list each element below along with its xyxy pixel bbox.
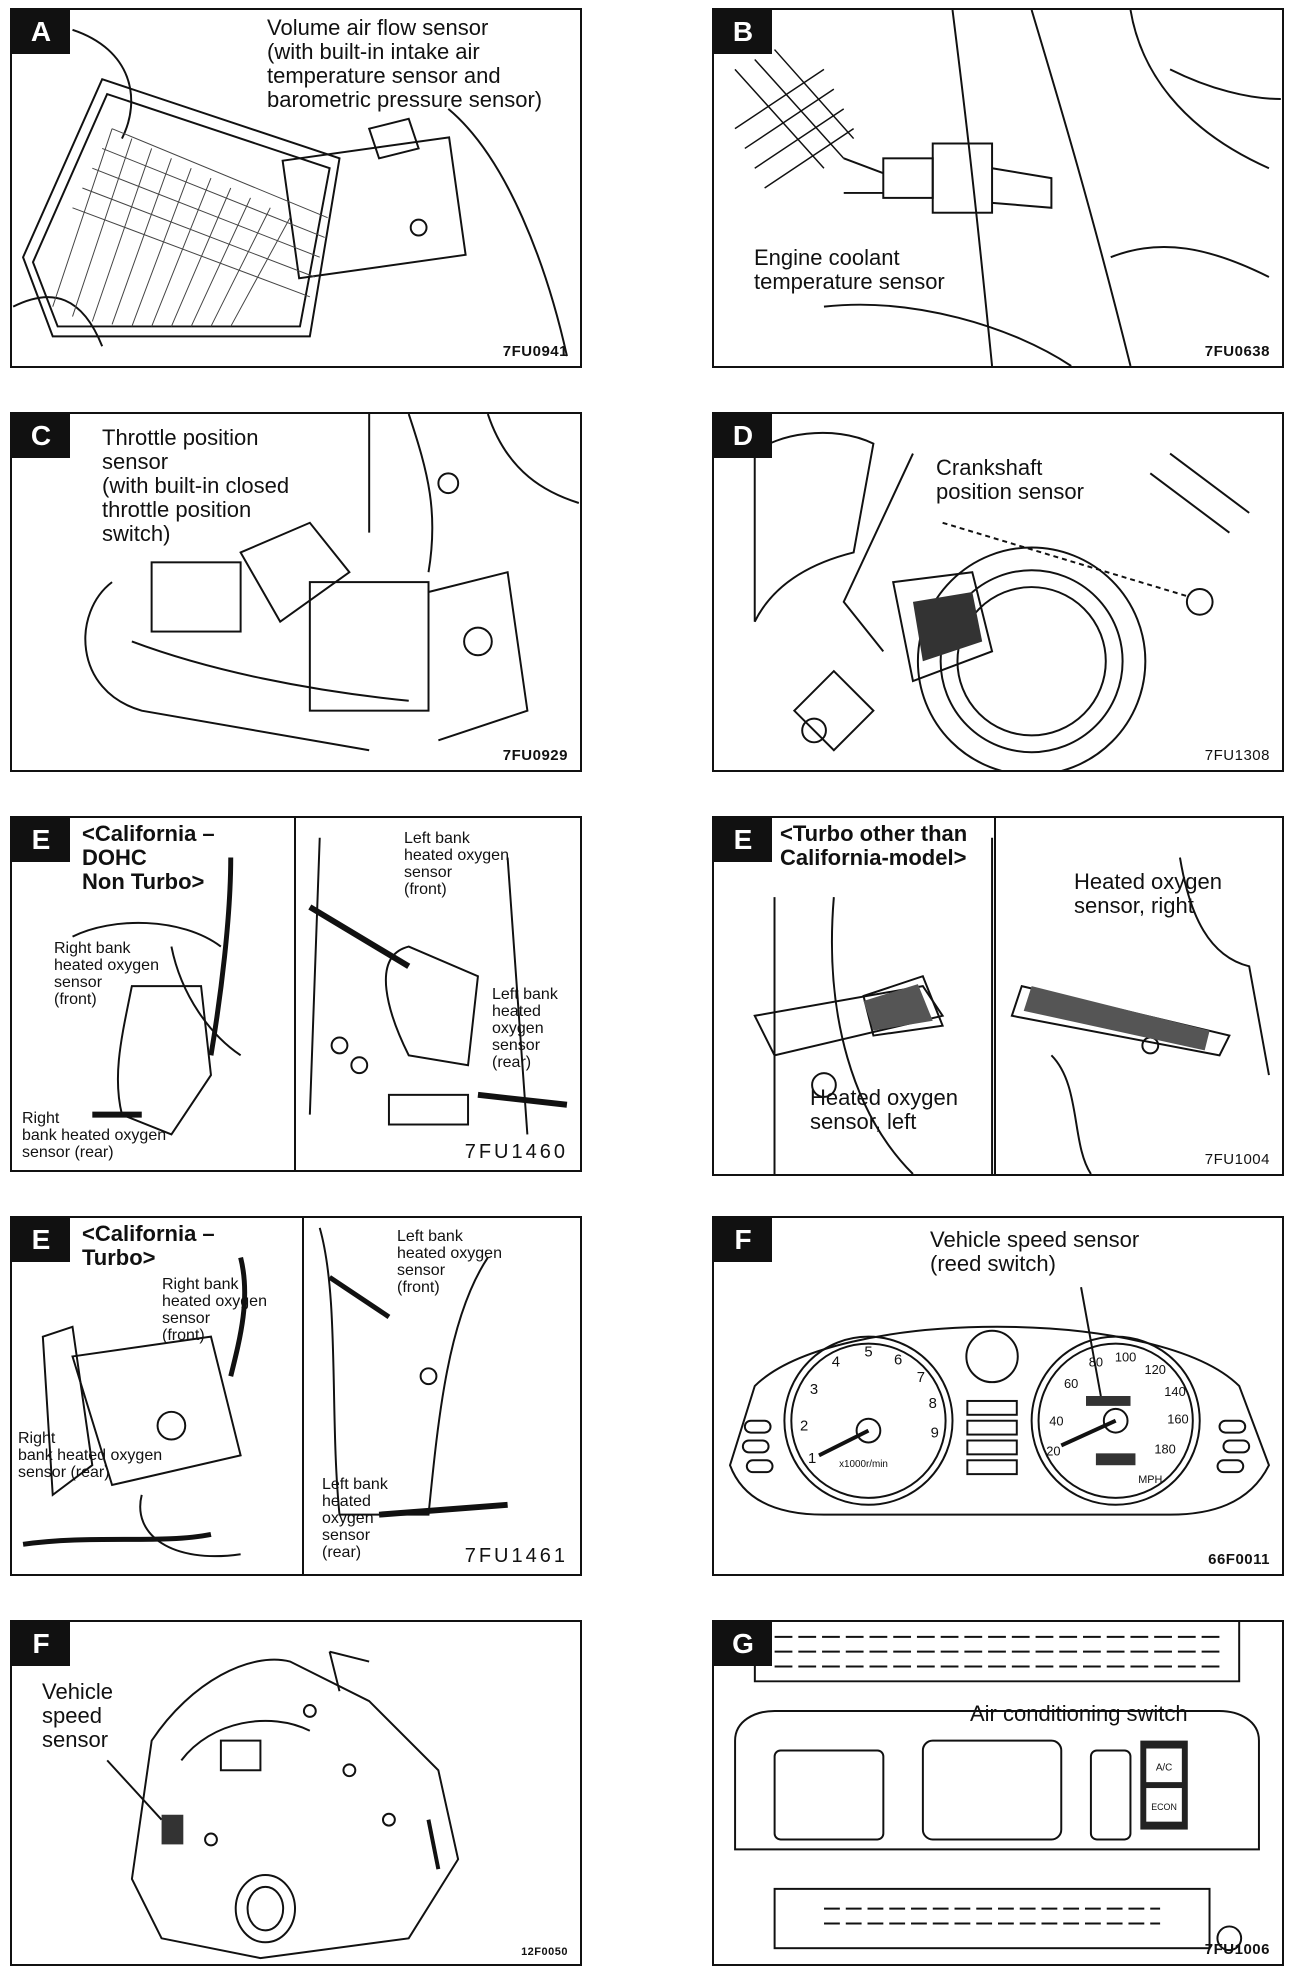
right-bank-rear-label: Right bank heated oxygen sensor (rear) bbox=[18, 1430, 163, 1481]
panel-divider bbox=[294, 818, 296, 1170]
panel-f-vehicle-speed-sensor-transmission: F Vehicle speed sensor 12F0050 bbox=[10, 1620, 582, 1966]
panel-g-air-conditioning-switch: A/C ECON G Air conditioning switch 7FU10… bbox=[712, 1620, 1284, 1966]
sensor-label: Throttle position sensor (with built-in … bbox=[102, 425, 290, 546]
sensor-label: Air conditioning switch bbox=[970, 1701, 1188, 1726]
figure-code: 7FU0941 bbox=[502, 343, 568, 360]
panel-e-turbo-other-than-california: E <Turbo other than California-model> He… bbox=[712, 816, 1284, 1176]
panel-e-california-turbo: E <California – Turbo> Left bank heated … bbox=[10, 1216, 582, 1576]
rpm-tick: 5 bbox=[864, 1344, 872, 1360]
rpm-tick: 4 bbox=[832, 1354, 840, 1370]
mph-tick: 160 bbox=[1167, 1412, 1188, 1427]
panel-d-crankshaft-position-sensor: D Crankshaft position sensor 7FU1308 bbox=[712, 412, 1284, 772]
instrument-cluster-illustration: 1 2 3 4 5 6 7 8 9 x1000r/min 20 40 60 80… bbox=[728, 1287, 1271, 1516]
figure-code: 7FU0929 bbox=[502, 747, 568, 764]
crankshaft-sensor-illustration bbox=[753, 431, 1250, 770]
panel-divider bbox=[302, 1218, 304, 1574]
sensor-label: Vehicle speed sensor (reed switch) bbox=[930, 1227, 1140, 1276]
model-heading: <Turbo other than California-model> bbox=[780, 821, 968, 870]
rpm-unit-label: x1000r/min bbox=[839, 1459, 888, 1470]
right-bank-rear-label: Right bank heated oxygen sensor (rear) bbox=[22, 1110, 167, 1161]
left-bank-front-label: Left bank heated oxygen sensor (front) bbox=[404, 830, 509, 898]
left-bank-rear-label: Left bank heated oxygen sensor (rear) bbox=[322, 1476, 388, 1561]
mph-tick: 180 bbox=[1154, 1441, 1175, 1456]
figure-code: 66F0011 bbox=[1208, 1551, 1270, 1568]
sensor-label: Volume air flow sensor (with built-in in… bbox=[267, 15, 543, 112]
mph-tick: 40 bbox=[1049, 1414, 1063, 1429]
coolant-sensor-illustration bbox=[734, 10, 1281, 366]
mph-tick: 120 bbox=[1145, 1362, 1166, 1377]
model-heading: <California – DOHC Non Turbo> bbox=[82, 821, 215, 894]
rpm-tick: 6 bbox=[894, 1352, 902, 1368]
figure-code: 12F0050 bbox=[521, 1946, 568, 1958]
panel-f-vehicle-speed-sensor-reed-switch: 1 2 3 4 5 6 7 8 9 x1000r/min 20 40 60 80… bbox=[712, 1216, 1284, 1576]
heated-oxygen-sensor-left-label: Heated oxygen sensor, left bbox=[810, 1085, 958, 1134]
left-bank-front-label: Left bank heated oxygen sensor (front) bbox=[397, 1228, 502, 1296]
figure-code: 7FU1308 bbox=[1204, 747, 1270, 764]
sensor-label: Vehicle speed sensor bbox=[42, 1679, 113, 1752]
ac-button-bottom-label: ECON bbox=[1151, 1802, 1177, 1812]
mph-tick: 100 bbox=[1115, 1349, 1136, 1364]
mph-tick: 60 bbox=[1064, 1376, 1078, 1391]
throttle-sensor-illustration bbox=[84, 414, 580, 752]
panel-a-volume-air-flow-sensor: A Volume air flow sensor (with built-in … bbox=[10, 8, 582, 368]
panel-letter: D bbox=[714, 414, 772, 458]
model-heading: <California – Turbo> bbox=[82, 1221, 215, 1270]
sensor-label: Engine coolant temperature sensor bbox=[754, 245, 945, 294]
oxygen-sensor-non-turbo-illustration bbox=[72, 837, 568, 1136]
transmission-illustration bbox=[106, 1650, 460, 1960]
rpm-tick: 7 bbox=[917, 1370, 925, 1386]
mph-tick: 80 bbox=[1089, 1354, 1103, 1369]
figure-code: 7FU1460 bbox=[464, 1141, 568, 1163]
dashboard-illustration: A/C ECON bbox=[734, 1622, 1260, 1952]
rpm-tick: 2 bbox=[800, 1419, 808, 1435]
panel-letter: F bbox=[12, 1622, 70, 1666]
panel-b-engine-coolant-temperature-sensor: B Engine coolant temperature sensor 7FU0… bbox=[712, 8, 1284, 368]
right-bank-front-label: Right bank heated oxygen sensor (front) bbox=[162, 1276, 267, 1344]
oxygen-sensor-turbo-illustration bbox=[753, 837, 1270, 1174]
air-flow-sensor-illustration bbox=[12, 28, 568, 357]
figure-code: 7FU1006 bbox=[1204, 1941, 1270, 1958]
rpm-tick: 3 bbox=[810, 1382, 818, 1398]
heated-oxygen-sensor-right-label: Heated oxygen sensor, right bbox=[1074, 869, 1222, 918]
figure-code: 7FU0638 bbox=[1204, 343, 1270, 360]
panel-letter: A bbox=[12, 10, 70, 54]
rpm-tick: 8 bbox=[929, 1396, 937, 1412]
mph-unit-label: MPH bbox=[1138, 1474, 1162, 1486]
oxygen-sensor-california-turbo-illustration bbox=[22, 1227, 508, 1558]
right-bank-front-label: Right bank heated oxygen sensor (front) bbox=[54, 940, 159, 1008]
panel-letter: C bbox=[12, 414, 70, 458]
panel-letter: G bbox=[714, 1622, 772, 1666]
panel-letter: B bbox=[714, 10, 772, 54]
panel-e-california-dohc-non-turbo: E <California – DOHC Non Turbo> Left ban… bbox=[10, 816, 582, 1172]
panel-letter: E bbox=[714, 818, 772, 862]
panel-c-throttle-position-sensor: C Throttle position sensor (with built-i… bbox=[10, 412, 582, 772]
panel-divider bbox=[994, 818, 996, 1174]
panel-letter: E bbox=[12, 818, 70, 862]
mph-tick: 20 bbox=[1046, 1443, 1060, 1458]
left-bank-rear-label: Left bank heated oxygen sensor (rear) bbox=[492, 986, 558, 1071]
figure-code: 7FU1004 bbox=[1204, 1151, 1270, 1168]
ac-button-top-label: A/C bbox=[1156, 1762, 1172, 1773]
rpm-tick: 1 bbox=[808, 1451, 816, 1467]
figure-code: 7FU1461 bbox=[464, 1545, 568, 1567]
gauge-tick-labels: 1 2 3 4 5 6 7 8 9 x1000r/min 20 40 60 80… bbox=[800, 1344, 1189, 1486]
sensor-label: Crankshaft position sensor bbox=[936, 455, 1084, 504]
mph-tick: 140 bbox=[1164, 1384, 1185, 1399]
rpm-tick: 9 bbox=[931, 1426, 939, 1442]
panel-letter: F bbox=[714, 1218, 772, 1262]
panel-letter: E bbox=[12, 1218, 70, 1262]
